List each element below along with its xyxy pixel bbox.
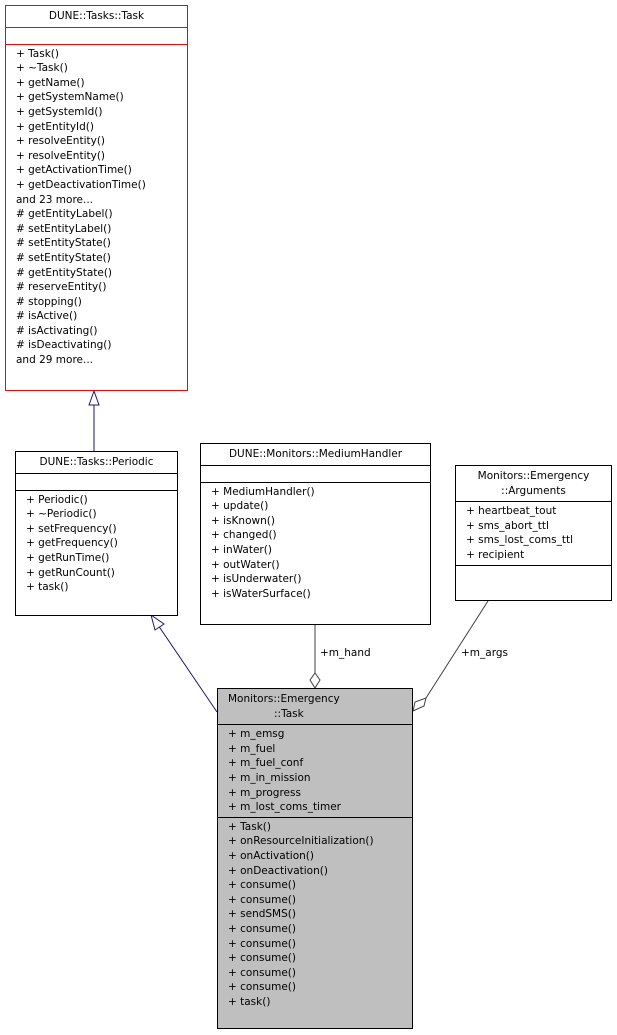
class-member-method[interactable]: + consume() (228, 922, 296, 935)
class-member-method[interactable]: and 23 more... (16, 193, 94, 206)
methods-section: + Periodic() + ~Periodic()+ setFrequency(… (16, 489, 177, 597)
class-member-method[interactable]: + ~Task() (16, 62, 68, 75)
class-member-method[interactable]: + getFrequency() (26, 537, 118, 550)
class-title-line2: ::Task (274, 707, 304, 720)
class-member-method[interactable]: + task() (26, 581, 69, 594)
class-member-attribute[interactable]: + m_progress (228, 786, 301, 799)
class-member-method[interactable]: + getActivationTime() (16, 164, 132, 177)
class-member-method[interactable]: # isDeactivating() (16, 339, 112, 352)
aggregation-diamond-icon (309, 672, 321, 689)
class-member-method[interactable]: + consume() (228, 937, 296, 950)
class-member-method[interactable]: # isActive() (16, 310, 78, 323)
class-member-method[interactable]: + isKnown() (211, 514, 275, 527)
class-member-method[interactable]: + MediumHandler() (211, 485, 315, 498)
class-emergency-arguments[interactable]: Monitors::Emergency ::Arguments + heartb… (455, 465, 612, 601)
class-member-method[interactable]: + getRunTime() (26, 551, 110, 564)
class-member-method[interactable]: + inWater() (211, 543, 272, 556)
methods-section: + Task()+ onResourceInitialization()+ on… (218, 816, 412, 1012)
class-emergency-task[interactable]: Monitors::Emergency ::Task + m_emsg+ m_f… (217, 688, 413, 1029)
class-member-method[interactable]: + Task() (16, 47, 59, 60)
class-member-method[interactable]: + consume() (228, 952, 296, 965)
class-title-line1: Monitors::Emergency (228, 693, 340, 705)
class-member-attribute[interactable]: + recipient (466, 548, 525, 561)
class-member-method[interactable]: + Periodic() (26, 493, 88, 506)
inheritance-edge-emergency-periodic (157, 624, 218, 713)
edge-label-m-hand: +m_hand (320, 647, 371, 659)
inheritance-arrowhead-icon (150, 613, 165, 631)
class-member-method[interactable]: + consume() (228, 981, 296, 994)
class-member-method[interactable]: + consume() (228, 879, 296, 892)
class-member-method[interactable]: # reserveEntity() (16, 281, 107, 294)
methods-section (456, 564, 611, 591)
aggregation-edge-m-args (425, 600, 489, 699)
attributes-section (6, 26, 187, 44)
class-dune-tasks-periodic[interactable]: DUNE::Tasks::Periodic + Periodic()+ ~Per… (15, 451, 178, 616)
class-member-method[interactable]: + consume() (228, 966, 296, 979)
class-member-method[interactable]: + getRunCount() (26, 566, 115, 579)
class-title-line1: Monitors::Emergency (477, 470, 590, 482)
class-member-method[interactable]: # getEntityLabel() (16, 208, 113, 221)
class-member-method[interactable]: + resolveEntity() (16, 149, 106, 162)
class-member-method[interactable]: + consume() (228, 893, 296, 906)
class-title: DUNE::Tasks::Periodic (39, 456, 154, 468)
class-title: Monitors::Emergency ::Task (218, 689, 412, 724)
class-member-method[interactable]: + getEntityId() (16, 120, 94, 133)
methods-section: + MediumHandler() + update()+ isKnown() + … (201, 481, 430, 604)
class-member-method[interactable]: + setFrequency() (26, 522, 117, 535)
class-member-attribute[interactable]: + sms_lost_coms_ttl (466, 534, 574, 547)
class-member-method[interactable]: + onResourceInitialization() (228, 835, 374, 848)
aggregation-diamond-icon (412, 697, 427, 712)
class-member-attribute[interactable]: + sms_abort_ttl (466, 519, 549, 532)
attributes-section: + heartbeat_tout+ sms_abort_ttl + sms_los… (456, 501, 611, 564)
class-member-method[interactable]: + isUnderwater() (211, 573, 302, 586)
class-member-attribute[interactable]: + m_lost_coms_timer (228, 801, 341, 814)
class-member-method[interactable]: + Task() (228, 820, 271, 833)
class-dune-monitors-mediumhandler[interactable]: DUNE::Monitors::MediumHandler + MediumHa… (200, 443, 431, 625)
class-member-method[interactable]: + getName() (16, 76, 85, 89)
class-member-method[interactable]: + changed() (211, 529, 277, 542)
class-title: DUNE::Tasks::Task (48, 10, 145, 22)
class-member-attribute[interactable]: + m_fuel (228, 742, 276, 755)
class-member-method[interactable]: # isActivating() (16, 324, 98, 337)
class-dune-tasks-task[interactable]: DUNE::Tasks::Task + Task()+ ~Task()+ get… (5, 5, 188, 391)
methods-section: + Task() + ~Task()+ getName() + getSystemN… (6, 43, 187, 370)
edge-label-m-args: +m_args (461, 647, 508, 659)
class-member-method[interactable]: and 29 more... (16, 354, 94, 367)
class-member-method[interactable]: + onDeactivation() (228, 864, 328, 877)
class-member-method[interactable]: + isWaterSurface() (211, 587, 311, 600)
class-member-attribute[interactable]: + m_fuel_conf (228, 757, 304, 770)
class-member-method[interactable]: # getEntityState() (16, 266, 113, 279)
class-member-method[interactable]: + outWater() (211, 558, 280, 571)
class-member-attribute[interactable]: + m_in_mission (228, 771, 311, 784)
inheritance-arrowhead-icon (88, 389, 100, 406)
class-member-method[interactable]: # setEntityLabel() (16, 222, 112, 235)
class-member-method[interactable]: + ~Periodic() (26, 508, 97, 521)
class-member-method[interactable]: # setEntityState() (16, 237, 111, 250)
class-title-line2: ::Arguments (501, 484, 566, 497)
class-member-attribute[interactable]: + m_emsg (228, 728, 285, 741)
class-member-method[interactable]: + update() (211, 500, 269, 513)
attributes-section: + m_emsg+ m_fuel + m_fuel_conf+ m_in_miss… (218, 724, 412, 817)
class-member-method[interactable]: # setEntityState() (16, 251, 111, 264)
attributes-section (201, 464, 430, 482)
class-member-method[interactable]: + getDeactivationTime() (16, 178, 146, 191)
class-member-method[interactable]: # stopping() (16, 295, 82, 308)
class-title: Monitors::Emergency ::Arguments (456, 466, 611, 501)
class-title: DUNE::Monitors::MediumHandler (228, 448, 403, 460)
attributes-section (16, 472, 177, 490)
class-member-method[interactable]: + getSystemName() (16, 91, 124, 104)
class-member-method[interactable]: + task() (228, 995, 271, 1008)
class-member-method[interactable]: + resolveEntity() (16, 135, 106, 148)
class-member-method[interactable]: + onActivation() (228, 849, 314, 862)
class-member-method[interactable]: + sendSMS() (228, 908, 296, 921)
class-member-method[interactable]: + getSystemId() (16, 105, 103, 118)
class-member-attribute[interactable]: + heartbeat_tout (466, 505, 557, 518)
